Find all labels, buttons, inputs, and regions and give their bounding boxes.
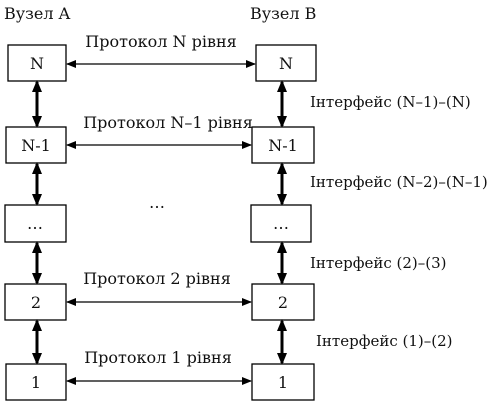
protocol-label-level-ellipsis: … — [149, 193, 165, 212]
box-a-level-1 — [5, 363, 67, 401]
interface-label-2: Інтерфейс (1)–(2) — [316, 332, 452, 350]
box-b-level-1 — [251, 363, 315, 401]
box-a-level-n-label: N — [30, 54, 44, 73]
box-b-level-2 — [251, 283, 315, 321]
interface-label-n-1: Інтерфейс (N–2)–(N–1) — [310, 173, 488, 191]
box-b-level-ellipsis-label: … — [273, 214, 289, 233]
box-a-level-n-1 — [5, 126, 67, 164]
protocol-label-level-1: Протокол 1 рівня — [84, 348, 232, 367]
node-a-title: Вузел A — [4, 4, 71, 23]
protocol-label-level-n-1: Протокол N–1 рівня — [83, 113, 253, 132]
box-a-level-2 — [4, 283, 67, 321]
node-b-title: Вузел B — [250, 4, 316, 23]
box-b-level-n — [255, 44, 317, 82]
interface-label-n: Інтерфейс (N–1)–(N) — [310, 93, 471, 111]
box-b-level-n-1-label: N-1 — [268, 136, 298, 155]
box-a-level-ellipsis — [4, 204, 67, 243]
box-a-level-ellipsis-label: … — [27, 214, 43, 233]
box-a-level-n — [7, 44, 67, 82]
box-b-level-ellipsis — [250, 204, 312, 243]
box-a-level-n-1-label: N-1 — [21, 136, 51, 155]
box-b-level-2-label: 2 — [278, 293, 288, 312]
box-b-level-1-label: 1 — [278, 373, 288, 392]
box-a-level-1-label: 1 — [31, 373, 41, 392]
box-a-level-2-label: 2 — [31, 293, 41, 312]
box-b-level-n-label: N — [279, 54, 293, 73]
interface-label-3: Інтерфейс (2)–(3) — [310, 254, 446, 272]
protocol-label-level-n: Протокол N рівня — [85, 32, 236, 51]
protocol-label-level-2: Протокол 2 рівня — [83, 269, 231, 288]
